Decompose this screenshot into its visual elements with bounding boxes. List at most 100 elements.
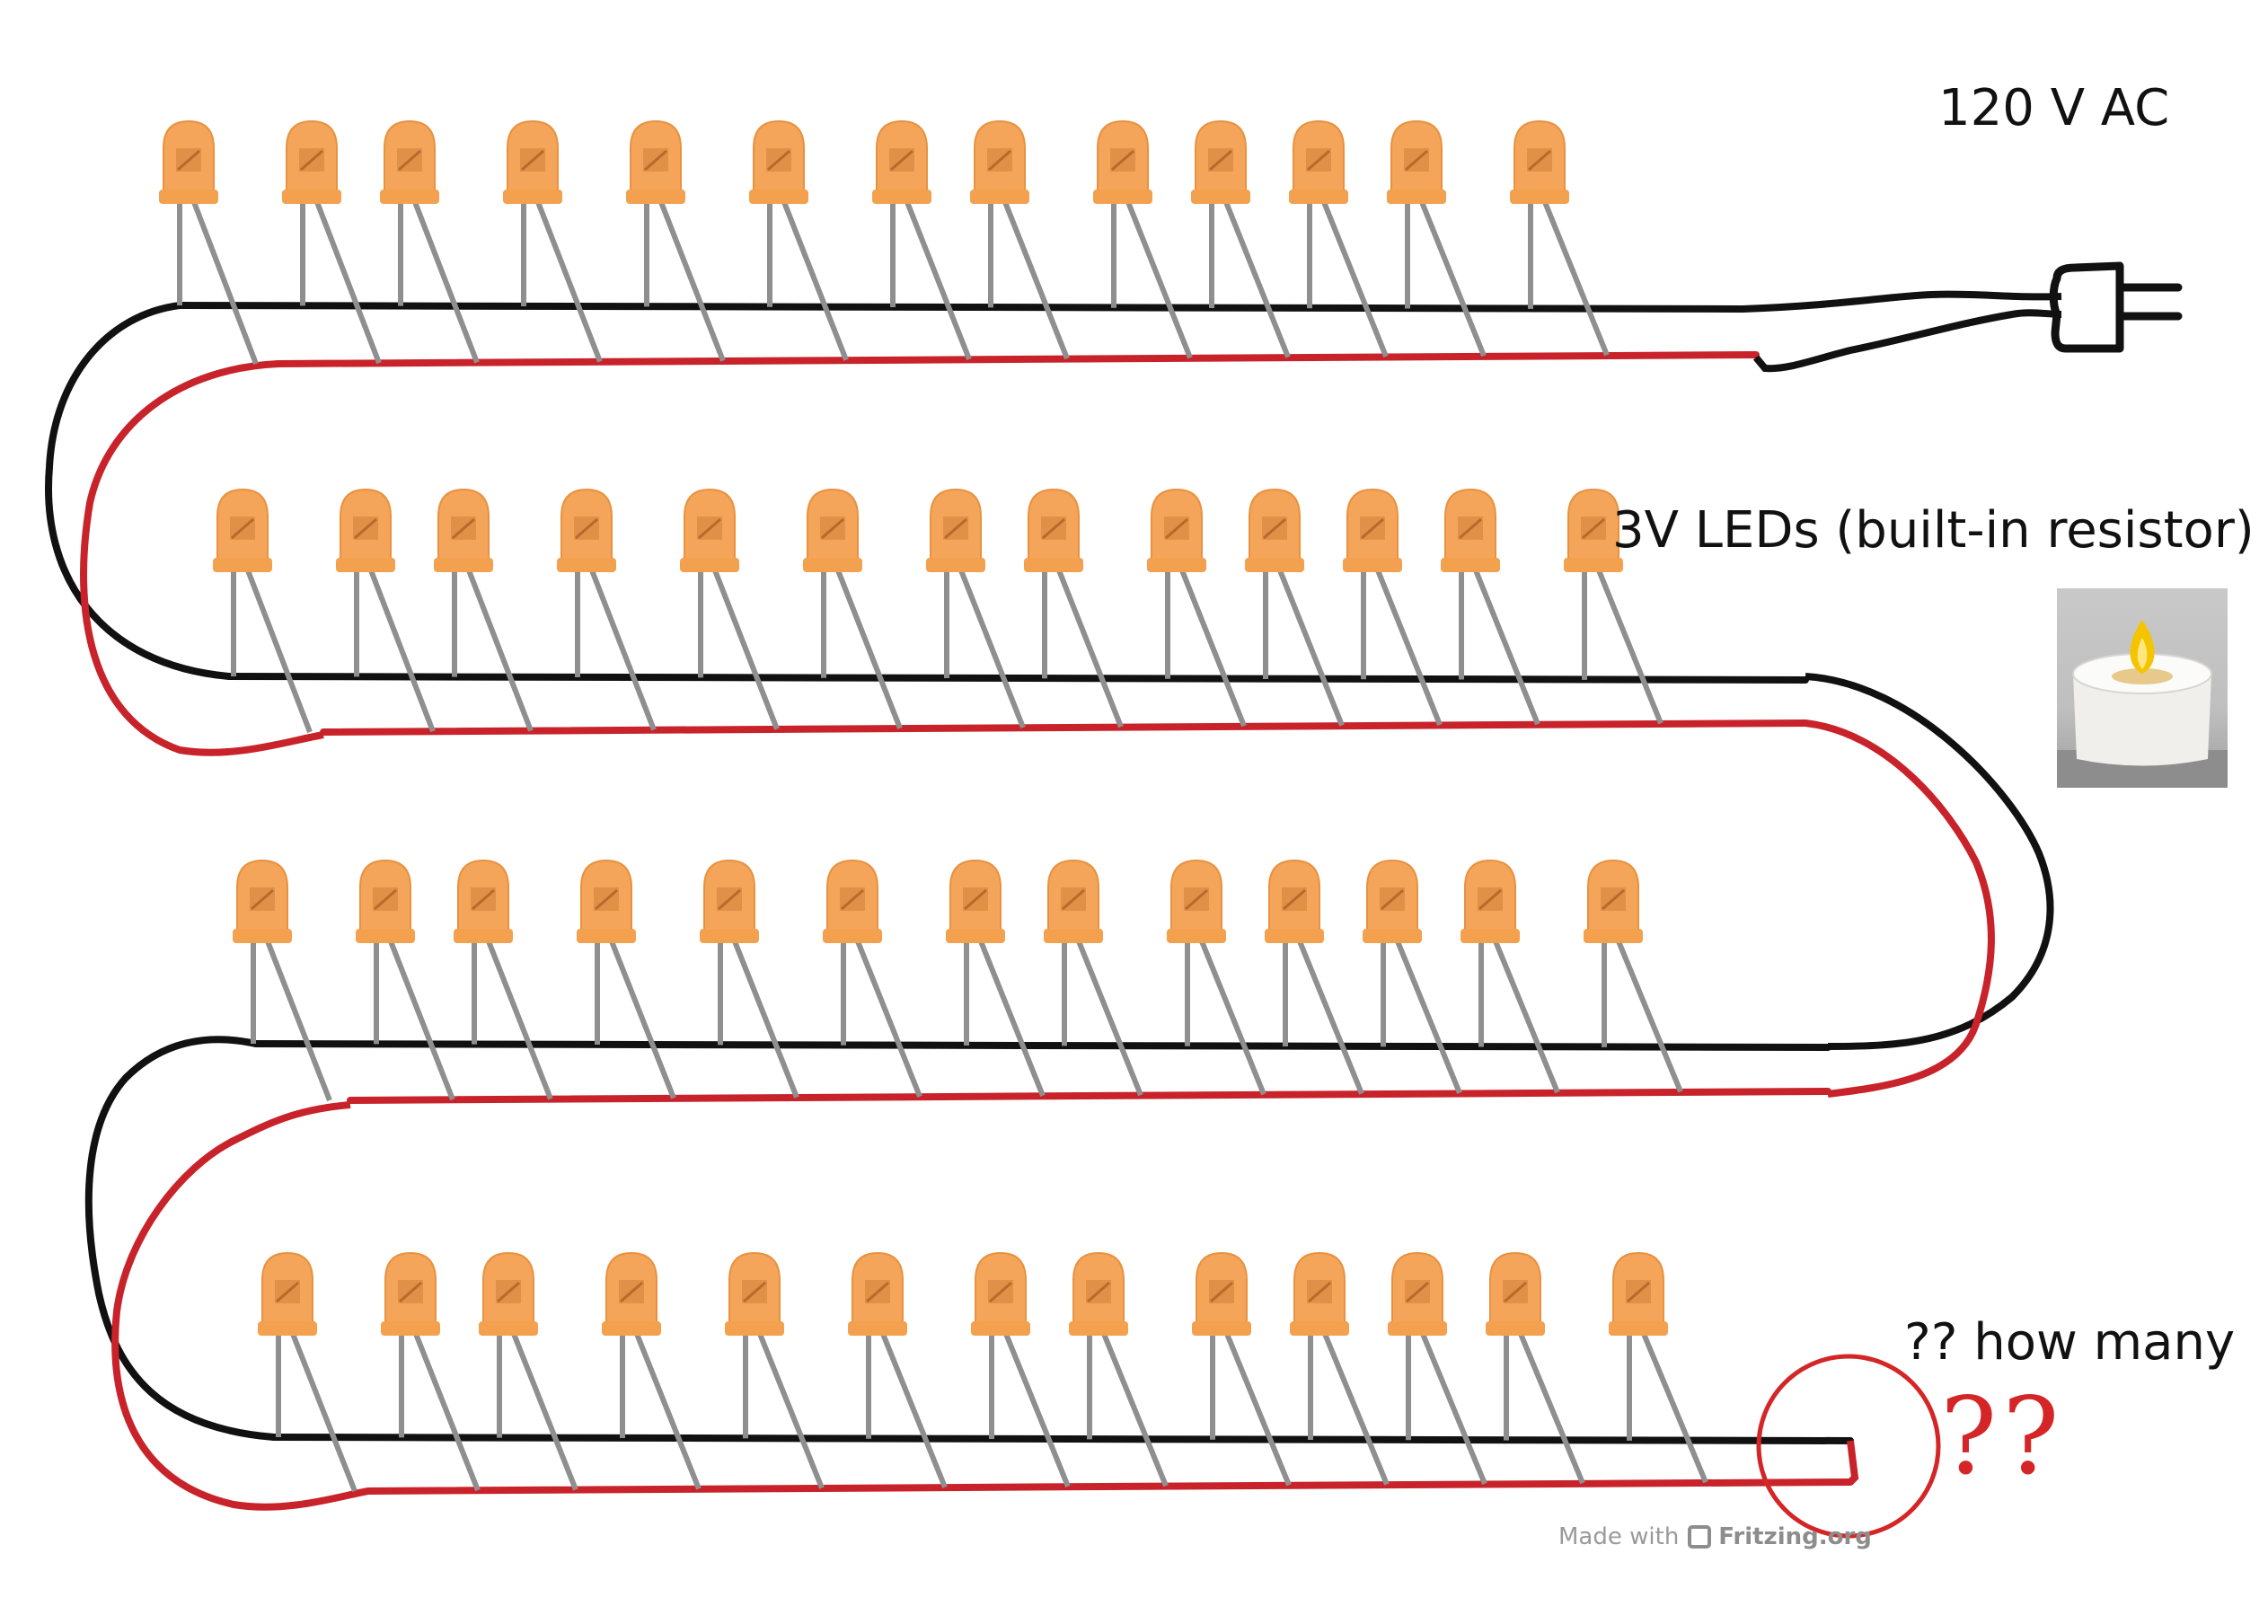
led bbox=[159, 119, 259, 366]
positive-rail-wire bbox=[347, 1088, 1831, 1104]
led-die-mark bbox=[866, 1281, 889, 1303]
led-anode-leg bbox=[712, 569, 780, 730]
power-plug-icon bbox=[2049, 261, 2183, 353]
led-anode-leg bbox=[1596, 569, 1663, 725]
negative-rail-wire bbox=[225, 673, 1809, 684]
led bbox=[1265, 859, 1364, 1095]
led-die-mark bbox=[743, 1281, 766, 1303]
led-anode-leg bbox=[1493, 940, 1560, 1094]
led-die-mark bbox=[399, 1281, 422, 1303]
how-many-label: ?? how many bbox=[1904, 1313, 2236, 1372]
led-anode-leg bbox=[290, 1332, 357, 1493]
led-anode-leg bbox=[1199, 940, 1266, 1096]
led-anode-leg bbox=[1223, 200, 1291, 358]
led bbox=[503, 119, 603, 363]
led-flange bbox=[1069, 1321, 1128, 1336]
led-die-mark bbox=[1478, 888, 1502, 911]
positive-rail-wire bbox=[275, 351, 1760, 367]
led-anode-leg bbox=[978, 940, 1046, 1097]
negative-rail-wire bbox=[252, 1040, 1831, 1051]
led-flange bbox=[946, 929, 1005, 943]
led bbox=[380, 119, 480, 364]
led-flange bbox=[1387, 190, 1446, 204]
led-anode-leg bbox=[1375, 569, 1443, 726]
led-die-mark bbox=[1406, 1281, 1429, 1303]
led-die-mark bbox=[354, 517, 377, 540]
fritzing-logo-icon bbox=[1688, 1525, 1712, 1549]
led-anode-leg bbox=[958, 569, 1026, 728]
led bbox=[926, 488, 1026, 728]
led-flange bbox=[233, 929, 292, 943]
led-anode-leg bbox=[835, 569, 903, 729]
led-flange bbox=[823, 929, 882, 943]
led-flange bbox=[1441, 558, 1500, 572]
led-die-mark bbox=[1405, 149, 1428, 172]
led-anode-leg bbox=[905, 200, 972, 360]
led-die-mark bbox=[698, 517, 721, 540]
led bbox=[1609, 1251, 1708, 1484]
led-die-mark bbox=[1627, 1281, 1650, 1303]
led-flange bbox=[1343, 558, 1402, 572]
led-anode-leg bbox=[265, 940, 332, 1102]
led-anode-leg bbox=[1419, 200, 1487, 357]
led-anode-leg bbox=[634, 1332, 702, 1490]
led-spec-label: 3V LEDs (built-in resistor) bbox=[1612, 501, 2255, 560]
led bbox=[1510, 119, 1610, 357]
led-die-mark bbox=[989, 1281, 1012, 1303]
led-die-mark bbox=[1381, 888, 1404, 911]
led-anode-leg bbox=[314, 200, 382, 365]
led-anode-leg bbox=[781, 200, 849, 361]
positive-rail-wire bbox=[365, 1478, 1854, 1495]
negative-return-wire bbox=[45, 302, 230, 680]
led-anode-leg bbox=[1224, 1332, 1292, 1487]
led bbox=[970, 119, 1070, 360]
led-die-mark bbox=[964, 888, 987, 911]
led-die-mark bbox=[1062, 888, 1085, 911]
led-flange bbox=[282, 190, 341, 204]
end-short-wire bbox=[1847, 1440, 1859, 1485]
led bbox=[1441, 488, 1540, 726]
led-anode-leg bbox=[1473, 569, 1540, 726]
led bbox=[725, 1251, 825, 1489]
led-flange bbox=[1290, 1321, 1349, 1336]
led-die-mark bbox=[1185, 888, 1208, 911]
led-flange bbox=[1024, 558, 1083, 572]
led bbox=[213, 488, 313, 734]
led-flange bbox=[700, 929, 759, 943]
led-die-mark bbox=[1210, 1281, 1233, 1303]
led bbox=[258, 1251, 357, 1493]
led-flange bbox=[577, 929, 636, 943]
led bbox=[577, 859, 676, 1099]
led-anode-leg bbox=[855, 940, 922, 1098]
led bbox=[626, 119, 726, 362]
positive-return-wire bbox=[111, 1101, 369, 1511]
led-die-mark bbox=[251, 888, 274, 911]
led bbox=[557, 488, 657, 731]
led-flange bbox=[1486, 1321, 1545, 1336]
negative-return-wire bbox=[84, 1036, 275, 1441]
led-anode-leg bbox=[732, 940, 799, 1099]
led-flange bbox=[1044, 929, 1103, 943]
led bbox=[1147, 488, 1247, 728]
led-flange bbox=[1245, 558, 1304, 572]
led bbox=[1093, 119, 1193, 359]
led bbox=[700, 859, 799, 1099]
led-anode-leg bbox=[388, 940, 455, 1101]
positive-return-wire bbox=[80, 360, 324, 756]
led bbox=[1584, 859, 1683, 1093]
led bbox=[282, 119, 382, 365]
led-flange bbox=[1265, 929, 1324, 943]
led-flange bbox=[1388, 1321, 1447, 1336]
led-array bbox=[159, 119, 1708, 1493]
led-flange bbox=[503, 190, 562, 204]
led-die-mark bbox=[1308, 1281, 1331, 1303]
led-anode-leg bbox=[191, 200, 259, 366]
led bbox=[1387, 119, 1487, 357]
negative-rail-wire bbox=[270, 1434, 1854, 1444]
led-die-mark bbox=[1165, 517, 1188, 540]
negative-rail-wire bbox=[176, 302, 1746, 313]
led-die-mark bbox=[1307, 149, 1330, 172]
supply-positive-wire bbox=[1752, 309, 2062, 373]
led bbox=[1461, 859, 1560, 1094]
